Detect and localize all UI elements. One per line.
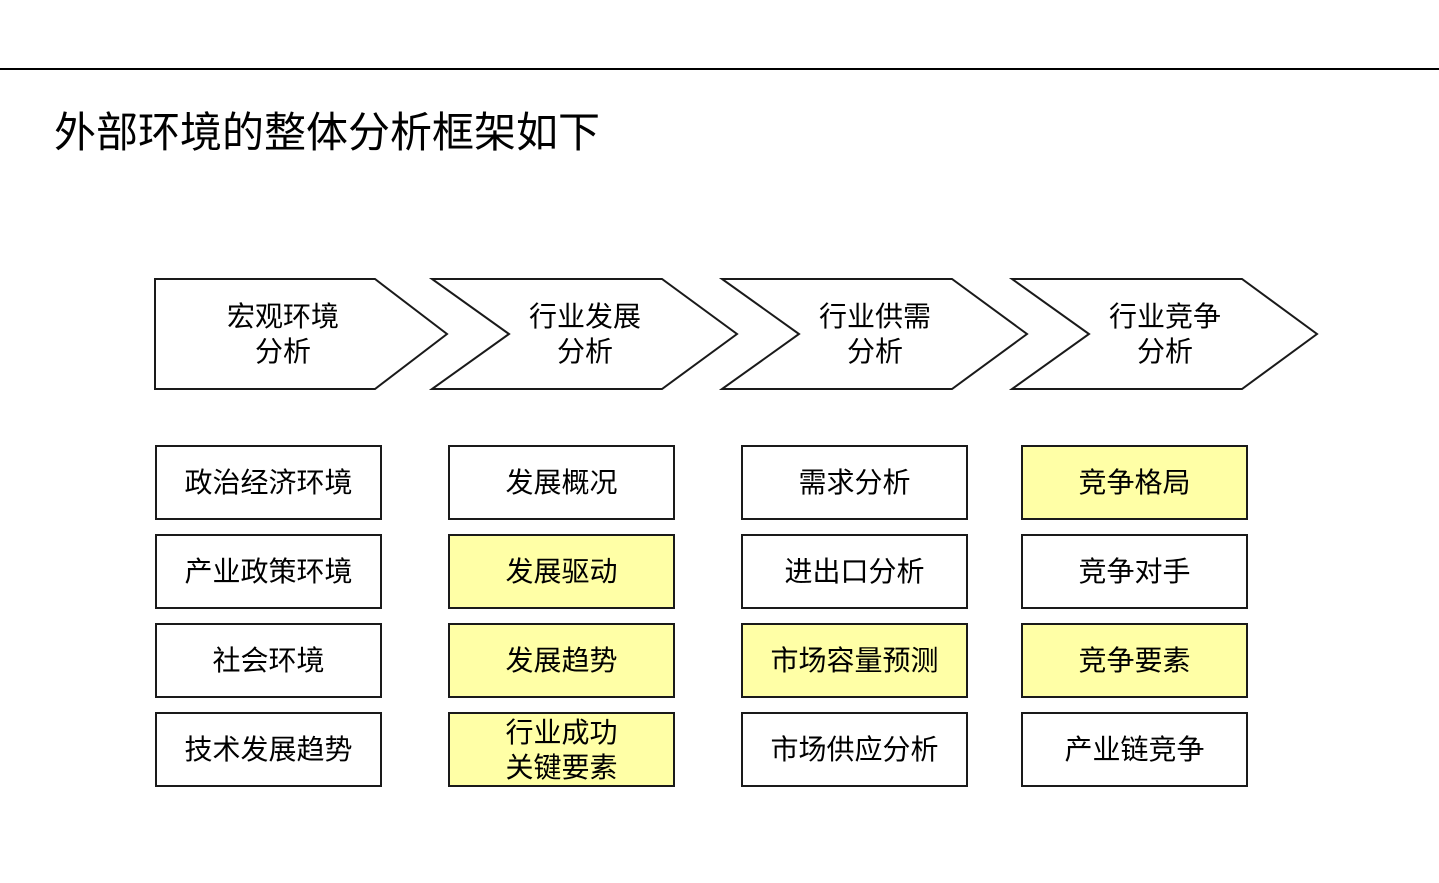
item-box-label: 竞争要素 — [1078, 644, 1191, 677]
item-box-label: 进出口分析 — [784, 555, 925, 588]
item-box: 竞争要素 — [1021, 623, 1248, 698]
stage-4-label: 行业竞争 分析 — [1085, 296, 1245, 372]
item-box-label: 产业链竞争 — [1064, 733, 1205, 766]
item-box: 技术发展趋势 — [155, 712, 382, 787]
item-box: 需求分析 — [741, 445, 968, 520]
stage-3-label: 行业供需 分析 — [795, 296, 955, 372]
stage-4-label-line-1: 行业竞争 — [1108, 300, 1221, 333]
item-box: 竞争对手 — [1021, 534, 1248, 609]
page-title: 外部环境的整体分析框架如下 — [54, 108, 601, 157]
item-box-label: 社会环境 — [212, 644, 325, 677]
stage-2-label-line-2: 分析 — [556, 335, 613, 368]
stage-3-label-line-2: 分析 — [846, 335, 903, 368]
stage-1-label-line-2: 分析 — [254, 335, 311, 368]
item-box: 产业政策环境 — [155, 534, 382, 609]
item-box-label: 产业政策环境 — [184, 555, 353, 588]
item-box-label-line-1: 行业成功 — [505, 715, 618, 749]
item-box-label: 市场容量预测 — [770, 644, 939, 677]
item-box: 发展驱动 — [448, 534, 675, 609]
item-box-label: 发展概况 — [505, 466, 618, 499]
item-box: 社会环境 — [155, 623, 382, 698]
item-box: 市场供应分析 — [741, 712, 968, 787]
item-box: 竞争格局 — [1021, 445, 1248, 520]
item-box: 行业成功 关键要素 — [448, 712, 675, 787]
item-box-label: 需求分析 — [798, 466, 911, 499]
stage-1-label-line-1: 宏观环境 — [226, 300, 339, 333]
item-box: 进出口分析 — [741, 534, 968, 609]
item-box: 政治经济环境 — [155, 445, 382, 520]
item-box-label: 技术发展趋势 — [184, 733, 353, 766]
top-divider — [0, 68, 1439, 70]
item-box-label: 发展驱动 — [505, 555, 618, 588]
item-box: 发展概况 — [448, 445, 675, 520]
item-box-label: 政治经济环境 — [184, 466, 353, 499]
item-box-label: 竞争对手 — [1078, 555, 1191, 588]
item-box-label: 发展趋势 — [505, 644, 618, 677]
stage-3-label-line-1: 行业供需 — [818, 300, 931, 333]
item-box-label: 市场供应分析 — [770, 733, 939, 766]
stage-1-label: 宏观环境 分析 — [203, 296, 363, 372]
item-box-label-line-2: 关键要素 — [505, 750, 618, 784]
item-box: 市场容量预测 — [741, 623, 968, 698]
stage-2-label: 行业发展 分析 — [505, 296, 665, 372]
stage-4-label-line-2: 分析 — [1136, 335, 1193, 368]
item-box: 发展趋势 — [448, 623, 675, 698]
stage-2-label-line-1: 行业发展 — [528, 300, 641, 333]
item-box-label: 竞争格局 — [1078, 466, 1191, 499]
item-box: 产业链竞争 — [1021, 712, 1248, 787]
